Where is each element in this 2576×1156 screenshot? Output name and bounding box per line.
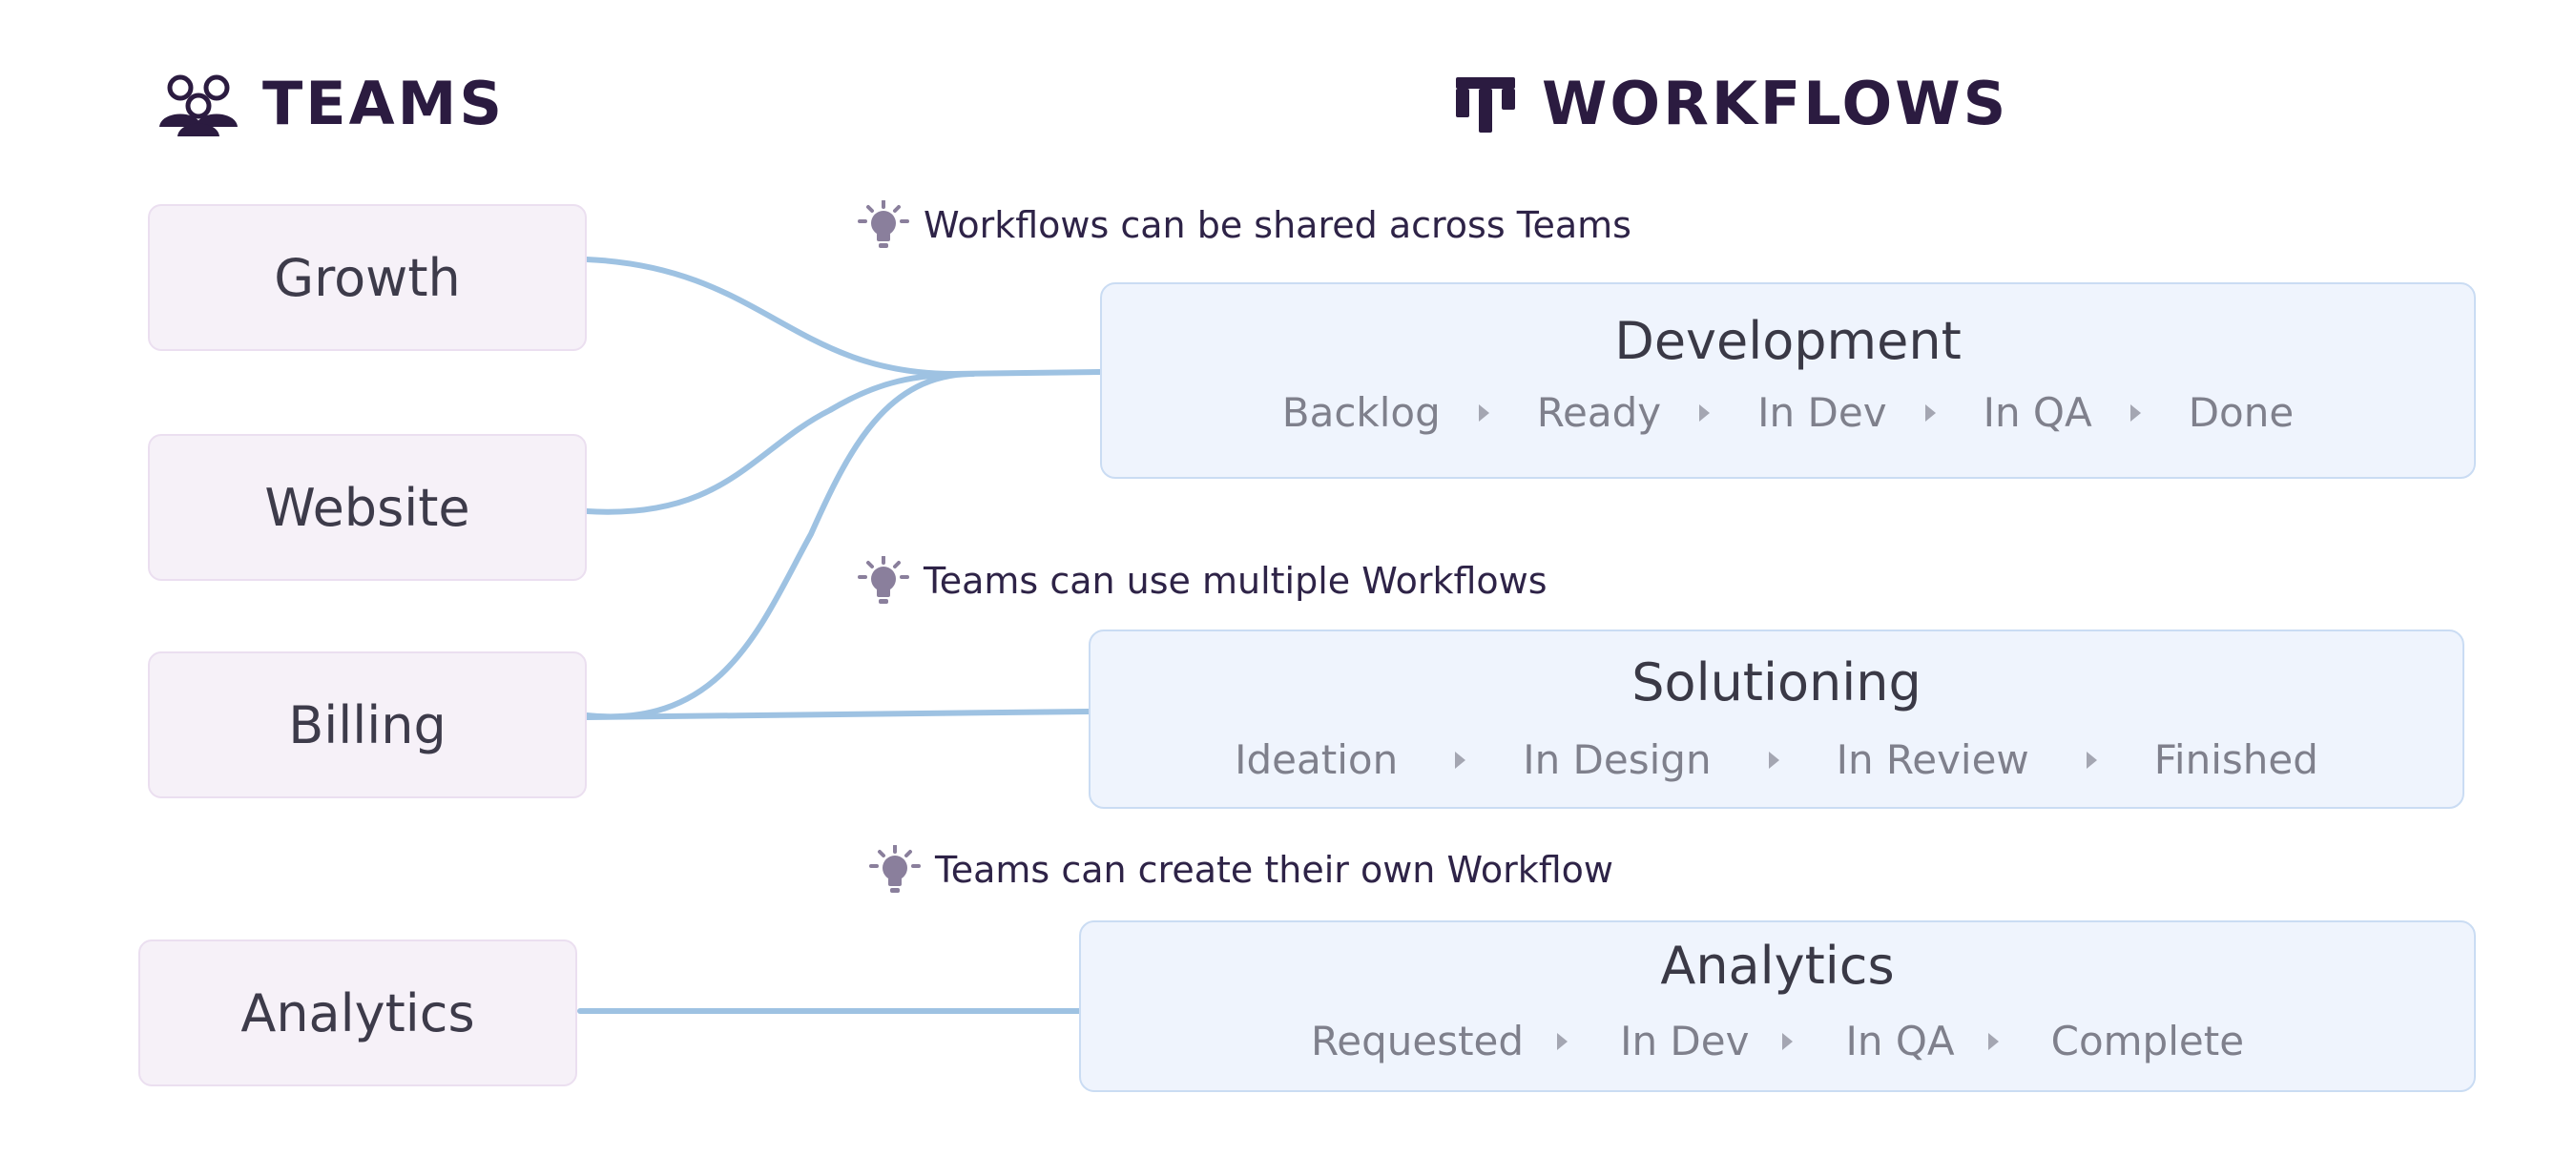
state-arrow-icon: [2086, 751, 2097, 769]
state-arrow-icon: [1478, 403, 1489, 422]
workflow-state: In QA: [1845, 1018, 1955, 1064]
team-label: Growth: [274, 247, 461, 308]
team-label: Analytics: [240, 982, 475, 1043]
workflow-analytics[interactable]: Analytics Requested In Dev In QA Complet…: [1079, 920, 2476, 1092]
connector-billing-development: [584, 371, 976, 720]
team-billing[interactable]: Billing: [148, 651, 587, 798]
workflow-state: In QA: [1983, 389, 2092, 436]
team-growth[interactable]: Growth: [148, 204, 587, 351]
workflow-state: Ready: [1536, 389, 1662, 436]
workflow-title: Analytics: [1660, 936, 1895, 996]
workflow-state: In Dev: [1757, 389, 1887, 436]
connector-billing-solutioning: [584, 709, 1091, 720]
state-arrow-icon: [1455, 751, 1466, 769]
state-arrow-icon: [1557, 1032, 1568, 1050]
lightbulb-icon: [858, 200, 909, 248]
teams-header: TEAMS: [157, 69, 505, 138]
workflow-state: In Dev: [1620, 1018, 1750, 1064]
workflow-state: Complete: [2050, 1018, 2245, 1064]
people-group-icon: [159, 74, 238, 136]
state-arrow-icon: [1768, 751, 1779, 769]
team-label: Website: [264, 477, 470, 538]
teams-title: TEAMS: [262, 69, 505, 138]
workflows-header: WORKFLOWS: [1456, 69, 2008, 138]
workflow-states: Backlog Ready In Dev In QA Done: [1102, 389, 2474, 436]
tip-shared-workflows: Workflows can be shared across Teams: [857, 200, 1631, 250]
workflow-state: In Review: [1836, 736, 2029, 783]
lightbulb-icon: [858, 556, 909, 604]
tip-text: Teams can use multiple Workflows: [924, 560, 1548, 602]
tip-text: Teams can create their own Workflow: [935, 849, 1613, 891]
workflow-state: Finished: [2153, 736, 2318, 783]
workflow-development[interactable]: Development Backlog Ready In Dev In QA D…: [1100, 282, 2476, 479]
state-arrow-icon: [1699, 403, 1711, 422]
lightbulb-icon: [869, 845, 921, 893]
workflows-title: WORKFLOWS: [1542, 69, 2009, 138]
team-website[interactable]: Website: [148, 434, 587, 581]
workflow-state: Requested: [1310, 1018, 1525, 1064]
tip-text: Workflows can be shared across Teams: [924, 204, 1631, 246]
connector-website-development: [584, 371, 976, 515]
tip-multiple-workflows: Teams can use multiple Workflows: [857, 556, 1548, 606]
workflow-title: Development: [1614, 311, 1962, 371]
state-arrow-icon: [1782, 1032, 1794, 1050]
workflow-title: Solutioning: [1631, 652, 1922, 712]
team-label: Billing: [288, 694, 447, 755]
tip-own-workflow: Teams can create their own Workflow: [868, 845, 1613, 895]
workflow-state: Backlog: [1281, 389, 1441, 436]
workflow-state: In Design: [1523, 736, 1712, 783]
connector-growth-development: [584, 257, 1103, 378]
state-arrow-icon: [1987, 1032, 1999, 1050]
state-arrow-icon: [1924, 403, 1936, 422]
state-arrow-icon: [2129, 403, 2141, 422]
workflow-state: Ideation: [1235, 736, 1399, 783]
team-analytics[interactable]: Analytics: [138, 939, 577, 1086]
workflow-states: Ideation In Design In Review Finished: [1091, 736, 2462, 783]
workflow-solutioning[interactable]: Solutioning Ideation In Design In Review…: [1089, 630, 2464, 809]
workflow-state: Done: [2188, 389, 2295, 436]
kanban-board-icon: [1456, 76, 1515, 133]
workflow-states: Requested In Dev In QA Complete: [1081, 1018, 2474, 1064]
